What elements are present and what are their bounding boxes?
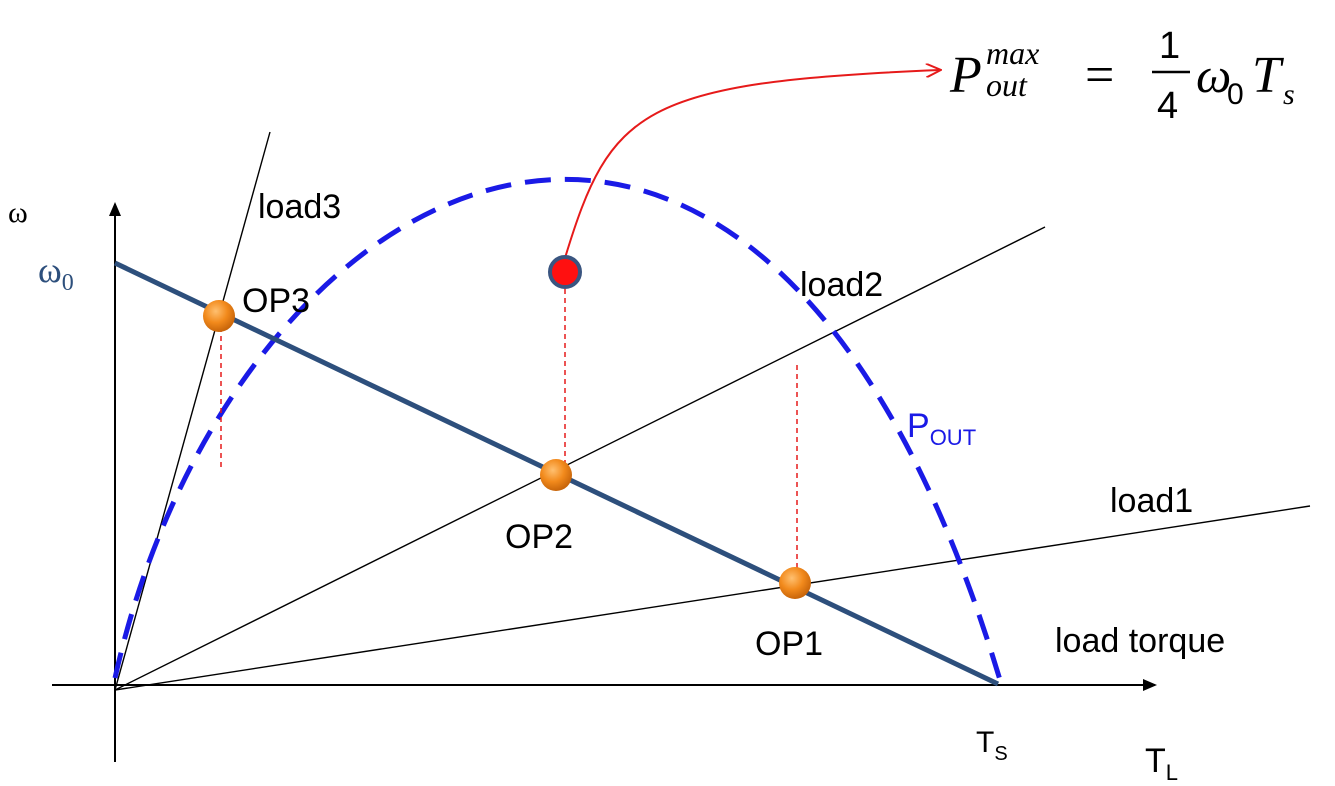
pout-label-sub: OUT bbox=[930, 425, 976, 450]
op1-point bbox=[779, 567, 811, 599]
formula-equals: = bbox=[1085, 47, 1114, 104]
op3-point bbox=[203, 300, 235, 332]
pout-label: POUT bbox=[907, 407, 976, 450]
op2-label: OP2 bbox=[505, 518, 573, 556]
load3-line bbox=[114, 131, 271, 691]
ts-label: TS bbox=[976, 726, 1008, 765]
load2-label: load2 bbox=[800, 266, 883, 304]
formula-omega-subscript: 0 bbox=[1227, 78, 1244, 111]
max-power-point bbox=[548, 255, 582, 289]
power-output-curve bbox=[112, 176, 1003, 681]
load1-label: load1 bbox=[1110, 482, 1193, 520]
max-power-arrow bbox=[564, 70, 940, 259]
formula-t: T bbox=[1252, 47, 1284, 104]
load3-label: load3 bbox=[258, 188, 341, 226]
ts-main: T bbox=[976, 726, 994, 759]
formula-denominator: 4 bbox=[1157, 85, 1178, 127]
op3-label: OP3 bbox=[242, 282, 310, 320]
load-torque-label: load torque bbox=[1055, 622, 1225, 660]
formula-p: P bbox=[949, 47, 982, 104]
omega0-main: ω bbox=[38, 250, 62, 290]
formula-superscript: max bbox=[986, 35, 1039, 71]
tl-sub: L bbox=[1166, 760, 1178, 785]
tl-main: T bbox=[1145, 742, 1166, 780]
pout-label-main: P bbox=[907, 407, 930, 445]
load1-line bbox=[114, 505, 1311, 691]
ts-sub: S bbox=[994, 743, 1007, 765]
formula-numerator: 1 bbox=[1159, 25, 1180, 67]
omega0-sub: 0 bbox=[62, 270, 74, 296]
load2-line bbox=[114, 226, 1046, 691]
x-axis-label: TL bbox=[1145, 742, 1178, 785]
formula-omega: ω bbox=[1196, 47, 1231, 103]
y-axis-label: ω bbox=[8, 196, 28, 229]
omega0-label: ω0 bbox=[38, 250, 74, 296]
formula-subscript: out bbox=[986, 67, 1028, 103]
op1-label: OP1 bbox=[755, 625, 823, 663]
formula-t-subscript: s bbox=[1283, 78, 1295, 111]
op2-point bbox=[540, 459, 572, 491]
max-power-formula: P max out = 1 4 ω 0 T s bbox=[949, 25, 1295, 127]
